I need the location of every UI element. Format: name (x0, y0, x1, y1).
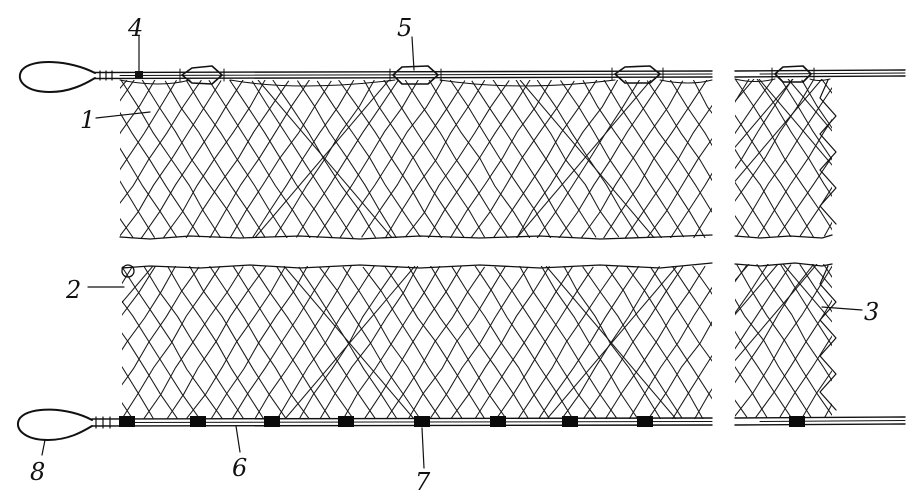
label-3: 3 (864, 298, 879, 326)
sinker (190, 416, 206, 427)
upper-knot-marker (135, 71, 143, 79)
leader-1 (95, 111, 151, 119)
sinker (789, 416, 805, 427)
upper-side-bottom-edge (734, 234, 833, 239)
float (611, 65, 664, 84)
callouts: 4 5 1 2 3 8 6 7 (30, 14, 879, 496)
upper-eye-loop (18, 61, 96, 93)
upper-side-zigzag-edge (819, 79, 837, 225)
sinkers (119, 416, 805, 427)
float (771, 65, 815, 83)
label-5: 5 (397, 14, 412, 42)
lower-mesh-main (122, 266, 712, 419)
float (389, 65, 442, 85)
label-8: 8 (30, 458, 45, 486)
sinker (119, 416, 135, 427)
lower-side-top-edge (734, 262, 833, 267)
leader-6 (235, 425, 241, 453)
sinker (490, 416, 506, 427)
leader-3 (821, 306, 863, 311)
lower-eye-loop (17, 408, 93, 441)
lower-side-zigzag-edge (819, 265, 837, 411)
upper-mesh-side (735, 79, 832, 237)
upper-net-panel (18, 61, 906, 240)
hanging-ring (121, 264, 135, 278)
sinker (637, 416, 653, 427)
leader-5 (411, 36, 415, 71)
label-1: 1 (80, 106, 95, 134)
label-2: 2 (65, 276, 81, 304)
leader-8 (41, 439, 46, 456)
label-4: 4 (127, 14, 143, 42)
upper-net-bottom-edge (119, 234, 713, 240)
lower-mesh-side (735, 264, 832, 418)
sinker (562, 416, 578, 427)
label-6: 6 (232, 454, 247, 482)
upper-mesh-main (120, 80, 712, 238)
leader-7 (421, 427, 425, 469)
float (179, 65, 225, 85)
lower-net-panel (17, 262, 906, 441)
sinker (338, 416, 354, 427)
label-7: 7 (415, 468, 431, 496)
sinker (414, 416, 430, 427)
lower-net-top-edge (121, 262, 713, 269)
sinker (264, 416, 280, 427)
